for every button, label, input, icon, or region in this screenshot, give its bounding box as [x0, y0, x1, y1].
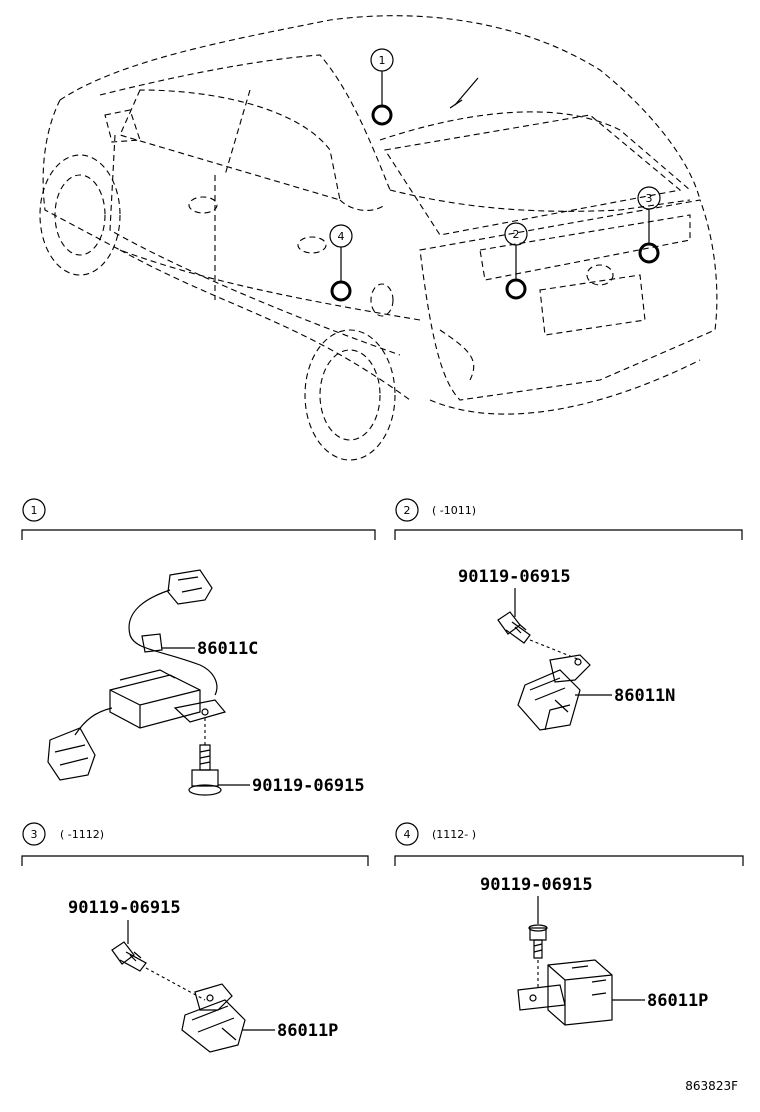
sensor-drawing-s3	[181, 983, 246, 1053]
section-2-note: ( -1011)	[432, 504, 476, 517]
part-86011P-s4[interactable]: 86011P	[647, 991, 708, 1011]
callout-4[interactable]: 4	[329, 224, 353, 302]
part-90119-06915-s3[interactable]: 90119-06915	[68, 898, 181, 918]
callout-3-label: 3	[646, 192, 653, 205]
section-2-number: 2	[404, 504, 411, 517]
section-2: 2 ( -1011) 90119-06915 86011N	[394, 498, 743, 731]
diagram-code: 863823F	[685, 1079, 738, 1093]
bolt-drawing-s2	[497, 611, 531, 644]
callout-1-label: 1	[379, 54, 386, 67]
part-86011N[interactable]: 86011N	[614, 686, 675, 706]
sensor-drawing-s4	[517, 959, 613, 1026]
part-90119-06915-s4[interactable]: 90119-06915	[480, 875, 593, 895]
callout-1[interactable]: 1	[370, 48, 394, 126]
callout-4-label: 4	[338, 230, 345, 243]
section-3: 3 ( -1112) 90119-06915 86011P	[21, 822, 369, 1053]
part-86011P-s3[interactable]: 86011P	[277, 1021, 338, 1041]
section-1: 1	[21, 498, 376, 796]
car-illustration	[39, 15, 718, 461]
section-1-number: 1	[31, 504, 38, 517]
sensor-drawing-s2	[517, 654, 591, 731]
part-90119-06915-s1[interactable]: 90119-06915	[252, 776, 365, 796]
section-4: 4 (1112- ) 90119-06915 86011P	[394, 822, 744, 1026]
bolt-drawing-s3	[111, 941, 147, 972]
section-3-number: 3	[31, 828, 38, 841]
callout-2[interactable]: 2	[504, 222, 528, 300]
section-3-note: ( -1112)	[60, 828, 104, 841]
part-90119-06915-s2[interactable]: 90119-06915	[458, 567, 571, 587]
section-4-note: (1112- )	[432, 828, 476, 841]
control-module-drawing	[47, 569, 227, 796]
bolt-drawing-s4	[528, 924, 548, 959]
part-86011C[interactable]: 86011C	[197, 639, 258, 659]
section-4-number: 4	[404, 828, 411, 841]
callout-2-label: 2	[513, 228, 520, 241]
callout-3[interactable]: 3	[637, 186, 661, 264]
